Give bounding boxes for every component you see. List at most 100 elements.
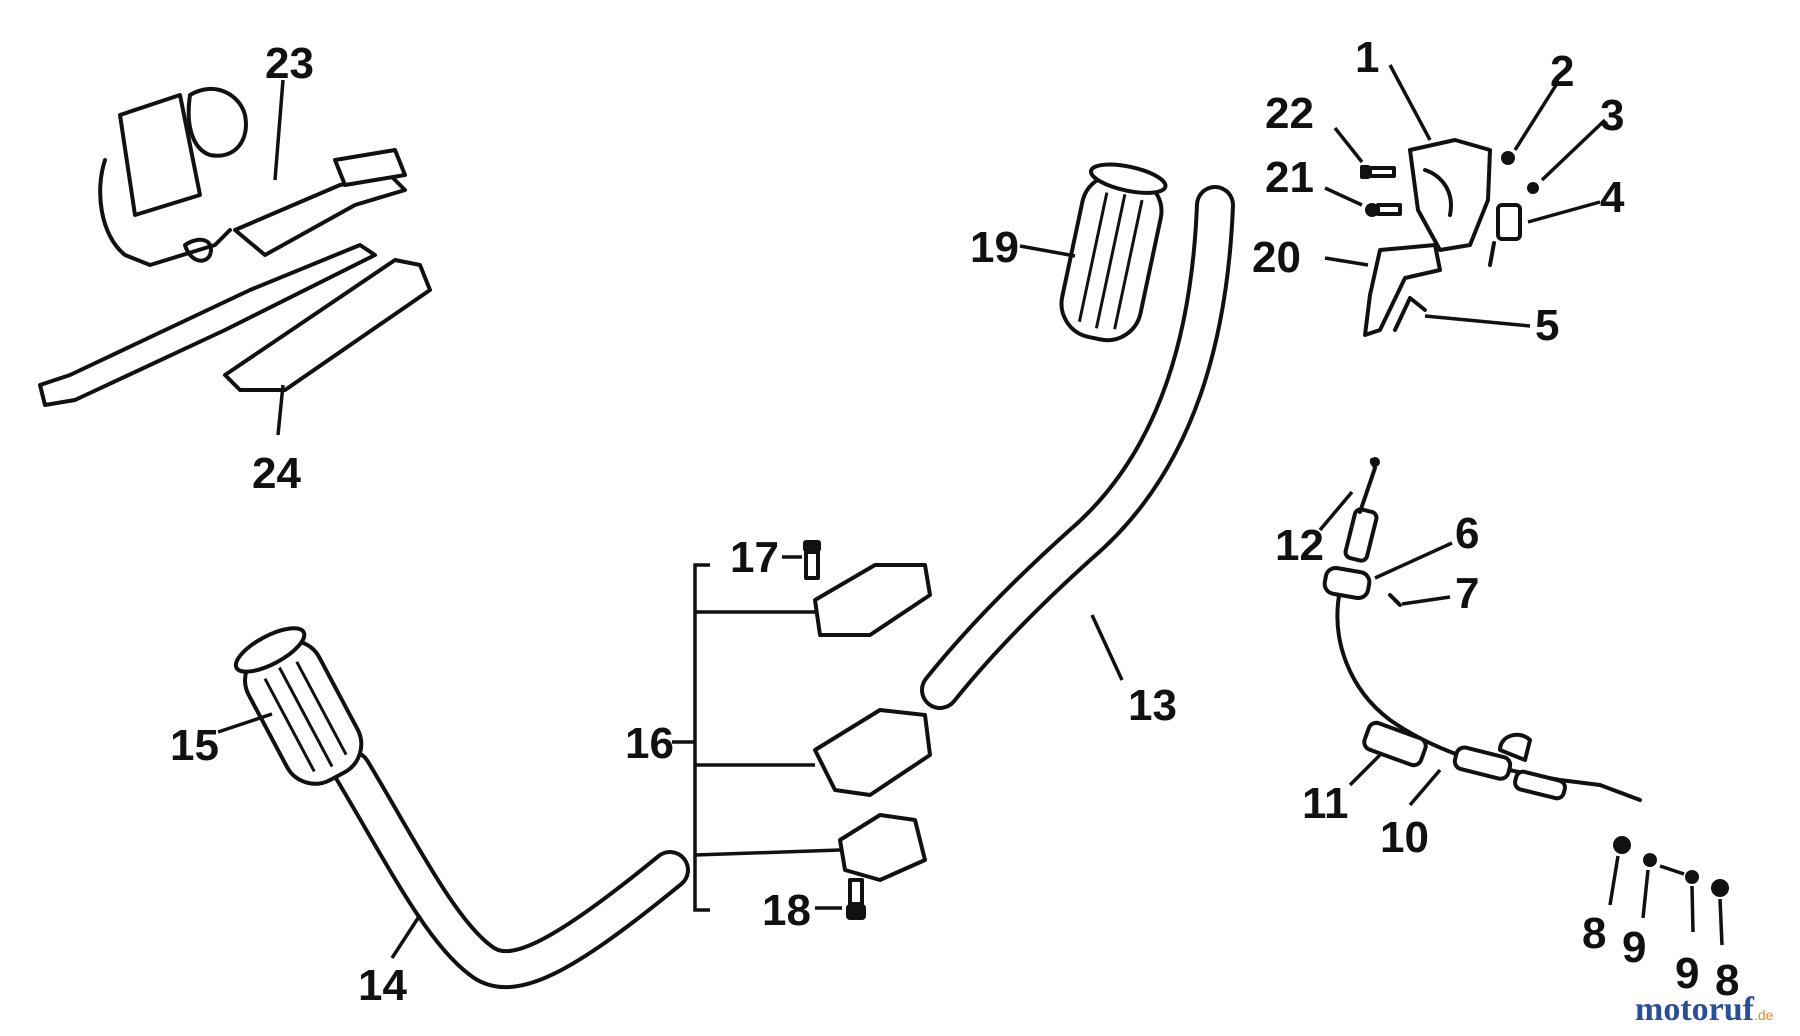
nut-2 xyxy=(1501,151,1515,165)
callout-3: 3 xyxy=(1600,91,1624,140)
cable-clamp-11 xyxy=(1362,720,1428,768)
leader-24 xyxy=(276,384,285,436)
upper-handle-group xyxy=(920,162,1235,710)
nut-8b xyxy=(1711,879,1729,897)
callout-18: 18 xyxy=(762,886,811,935)
throttle-cable-group xyxy=(1318,457,1729,946)
washer-9b xyxy=(1685,870,1699,884)
cable-nipple xyxy=(1370,457,1380,467)
callout-19: 19 xyxy=(970,223,1019,272)
harness-strap-23 xyxy=(233,173,407,257)
clamp-lower xyxy=(838,813,927,882)
nut-8a xyxy=(1613,836,1631,854)
clamp-bracket-line xyxy=(693,563,710,912)
leader-20 xyxy=(1324,256,1369,267)
lower-handle-group xyxy=(217,626,690,990)
handle-tube-14 xyxy=(336,754,686,986)
cable-end-wire xyxy=(1598,783,1642,802)
clamp-assembly-16 xyxy=(672,540,932,920)
leader-clamp-low xyxy=(694,848,841,857)
grip-15 xyxy=(233,626,364,786)
leader-9a xyxy=(1641,869,1650,919)
callout-7: 7 xyxy=(1455,569,1479,618)
watermark-brand: motoruf xyxy=(1635,991,1755,1028)
throttle-housing-detail xyxy=(1423,168,1453,217)
screw-22 xyxy=(1360,165,1396,179)
washer-9a xyxy=(1643,853,1657,867)
cable-sleeve-2 xyxy=(1513,769,1567,801)
callout-9a: 9 xyxy=(1622,923,1646,972)
harness-back-plate xyxy=(118,93,202,217)
cable-wire-12 xyxy=(1358,458,1377,514)
screw-21 xyxy=(1365,203,1402,217)
harness-belt xyxy=(38,243,377,407)
harness-hook xyxy=(183,237,213,263)
callout-2: 2 xyxy=(1550,47,1574,96)
callout-9b: 9 xyxy=(1675,949,1699,998)
callout-13: 13 xyxy=(1128,681,1177,730)
callout-15: 15 xyxy=(170,721,219,770)
callout-5: 5 xyxy=(1535,301,1559,350)
callout-4: 4 xyxy=(1600,173,1625,222)
leader-10 xyxy=(1408,768,1442,807)
cable-sleeve xyxy=(1452,745,1513,781)
callout-10: 10 xyxy=(1380,813,1429,862)
clamp-middle xyxy=(813,708,932,797)
leader-5 xyxy=(1424,314,1531,328)
leader-8-9-line xyxy=(1659,864,1685,876)
callout-labels: 1 2 3 4 5 6 7 8 8 9 9 10 11 12 13 14 15 … xyxy=(170,33,1739,1010)
leader-3 xyxy=(1540,118,1607,182)
callout-8a: 8 xyxy=(1582,909,1606,958)
harness-shoulder-pad xyxy=(186,87,248,158)
leader-11 xyxy=(1348,753,1382,787)
callout-21: 21 xyxy=(1265,153,1314,202)
handle-tube-13 xyxy=(924,189,1231,706)
leader-21 xyxy=(1324,186,1363,207)
callout-17: 17 xyxy=(730,533,779,582)
callout-6: 6 xyxy=(1455,509,1479,558)
callout-23: 23 xyxy=(265,39,314,88)
leader-15 xyxy=(217,712,273,734)
clamp-upper xyxy=(813,563,932,637)
throttle-trigger-20 xyxy=(1363,243,1442,337)
callout-11: 11 xyxy=(1302,779,1349,828)
harness-frame xyxy=(98,158,232,267)
leader-2 xyxy=(1513,81,1560,151)
cable-clip xyxy=(1498,732,1532,762)
bolt-18 xyxy=(846,878,866,920)
grip-19 xyxy=(1059,162,1168,343)
svg-text:motoruf.de: motoruf.de xyxy=(1635,991,1774,1028)
switch-4 xyxy=(1496,203,1522,241)
leader-12 xyxy=(1318,490,1354,532)
leader-14 xyxy=(390,914,422,959)
leader-22 xyxy=(1333,126,1364,164)
leader-8a xyxy=(1608,855,1620,906)
leader-6 xyxy=(1374,541,1453,580)
callout-14: 14 xyxy=(358,961,407,1010)
callout-8b: 8 xyxy=(1715,956,1739,1005)
callout-22: 22 xyxy=(1265,89,1314,138)
leader-9b xyxy=(1690,885,1695,933)
harness-buckle xyxy=(333,148,407,187)
bolt-17 xyxy=(803,540,821,580)
leader-19 xyxy=(1019,244,1076,258)
spring-5 xyxy=(1393,296,1427,332)
leader-7 xyxy=(1401,595,1451,606)
leader-4 xyxy=(1527,200,1601,224)
throttle-housing-group xyxy=(1324,64,1607,337)
harness-assembly xyxy=(38,79,432,436)
watermark-logo: motoruf.de xyxy=(1635,991,1774,1028)
cable-fitting-12 xyxy=(1343,507,1379,563)
callout-12: 12 xyxy=(1275,521,1324,570)
leader-13 xyxy=(1090,614,1124,681)
callout-1: 1 xyxy=(1355,33,1379,82)
callout-20: 20 xyxy=(1252,233,1301,282)
callout-24: 24 xyxy=(252,449,301,498)
leader-1 xyxy=(1388,64,1432,141)
switch-4-pin xyxy=(1488,241,1496,267)
cable-adjuster-6 xyxy=(1322,565,1372,601)
washer-3 xyxy=(1527,182,1539,194)
callout-16: 16 xyxy=(625,719,674,768)
leader-8b xyxy=(1718,898,1724,946)
